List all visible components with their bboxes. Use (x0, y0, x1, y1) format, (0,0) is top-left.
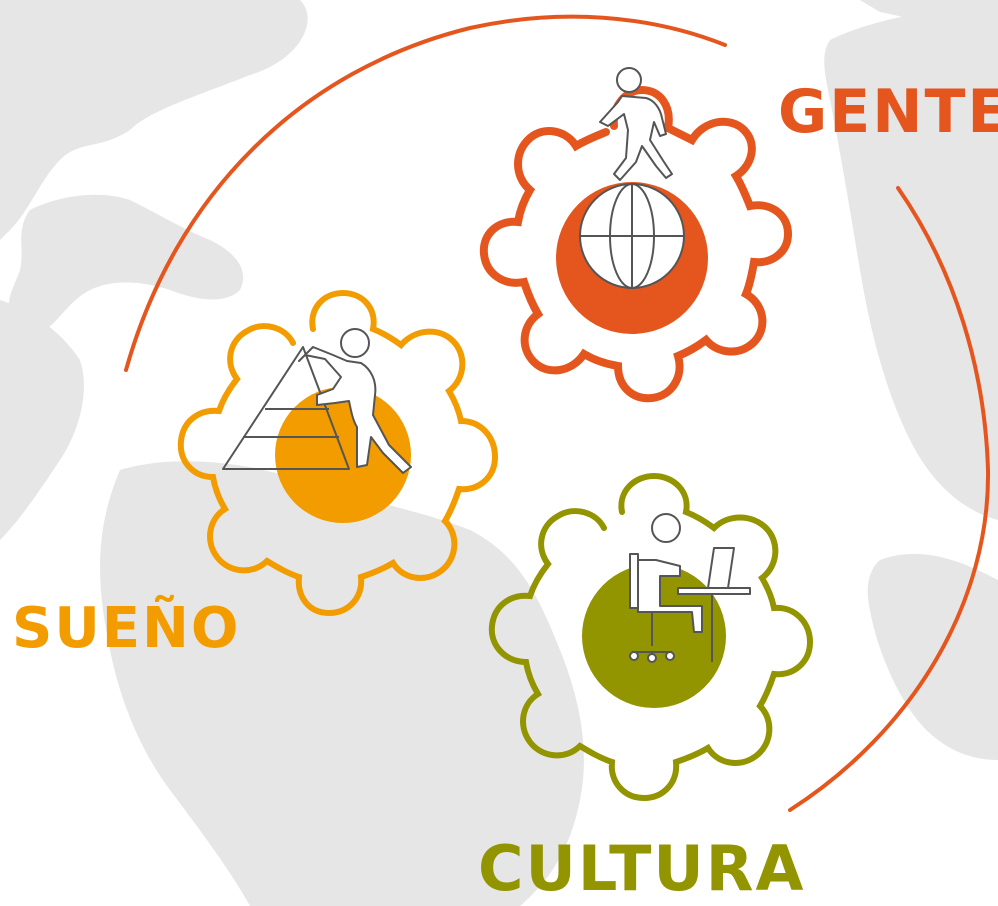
map-landmass-south-america (100, 461, 584, 906)
label-cultura: CULTURA (478, 832, 806, 905)
gear-cultura (488, 472, 814, 802)
gear-gente-outline (479, 85, 793, 403)
gear-cultura-center-disc (582, 564, 726, 708)
map-landmass-east (824, 0, 998, 520)
map-landmass-north-america (0, 0, 308, 240)
cycle-arc-right (788, 186, 991, 812)
gear-sueno (177, 289, 499, 617)
pyramid-icon (222, 346, 350, 470)
gear-gente (479, 67, 793, 403)
gear-cultura-outline (488, 472, 814, 802)
gear-sueno-outline (177, 289, 499, 617)
person-walking-icon (599, 67, 673, 181)
map-landmass-caribbean (8, 194, 244, 335)
map-landmass-central (0, 300, 84, 540)
person-climbing-icon (298, 328, 412, 474)
cycle-arc-top (124, 14, 727, 372)
cycle-arcs (124, 14, 991, 812)
map-landmass-east-lower (867, 553, 998, 760)
globe-icon (579, 183, 685, 289)
label-gente: GENTE (778, 77, 998, 147)
person-at-desk-icon (629, 513, 751, 663)
map-landmass-top-right (860, 0, 998, 40)
label-sueno: SUEÑO (12, 596, 241, 661)
